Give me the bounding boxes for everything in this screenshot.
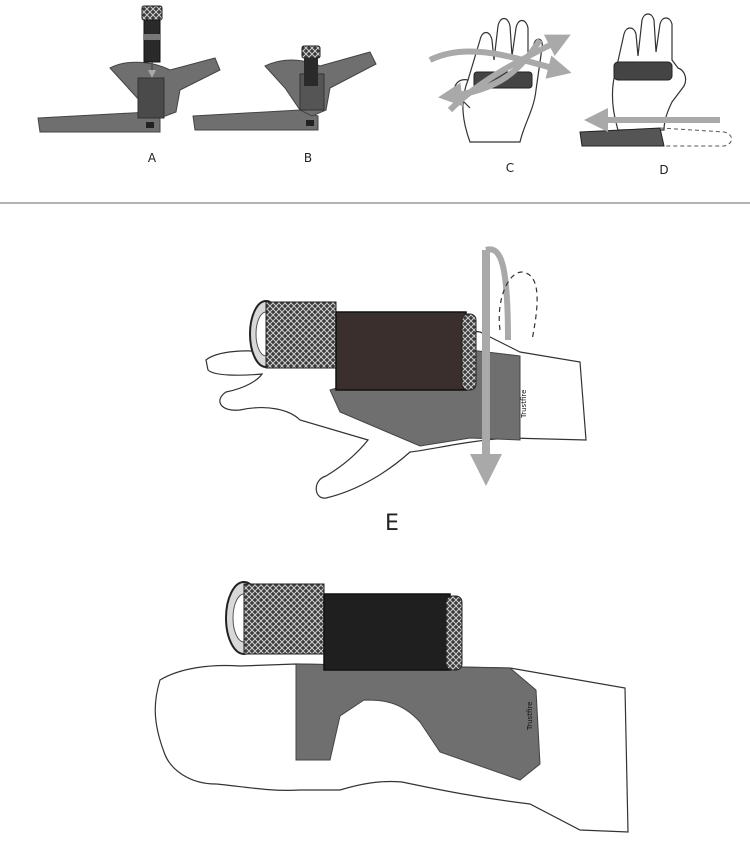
strap-fold-guide [659, 127, 732, 147]
step-a-illustration: A [37, 5, 221, 165]
step-c-label: C [506, 161, 514, 175]
wrist-strap-d [579, 127, 665, 147]
strap-a-tag-icon [146, 122, 154, 128]
flashlight-b [301, 45, 321, 86]
step-b-illustration: B [192, 45, 377, 165]
strap-d [613, 61, 673, 81]
strap-final [295, 663, 541, 781]
flashlight-final [225, 581, 463, 671]
step-b-label: B [304, 151, 312, 165]
strap-b-tag-icon [306, 120, 314, 126]
step-d-label: D [659, 163, 668, 177]
step-a-label: A [148, 151, 157, 165]
strap-e-brand-label: Trustfire [520, 390, 528, 419]
step-d-illustration: D [579, 13, 732, 177]
flashlight-a [141, 5, 163, 63]
final-mounted-illustration: Trustfire [154, 581, 629, 833]
strap-a [37, 57, 221, 133]
wrap-arrow-c3-icon [438, 38, 543, 107]
step-e-illustration: Trustfire E [205, 246, 587, 536]
strap-fold-guide-e [498, 271, 538, 341]
wrap-arrow-c1-icon [428, 48, 572, 79]
flashlight-e [249, 300, 477, 391]
step-e-label: E [385, 511, 399, 536]
step-c-illustration: C [428, 17, 572, 175]
strap-b [192, 51, 377, 131]
wrap-arrow-e-loop-icon [485, 246, 511, 341]
strap-final-brand-label: Trustfire [526, 702, 534, 731]
